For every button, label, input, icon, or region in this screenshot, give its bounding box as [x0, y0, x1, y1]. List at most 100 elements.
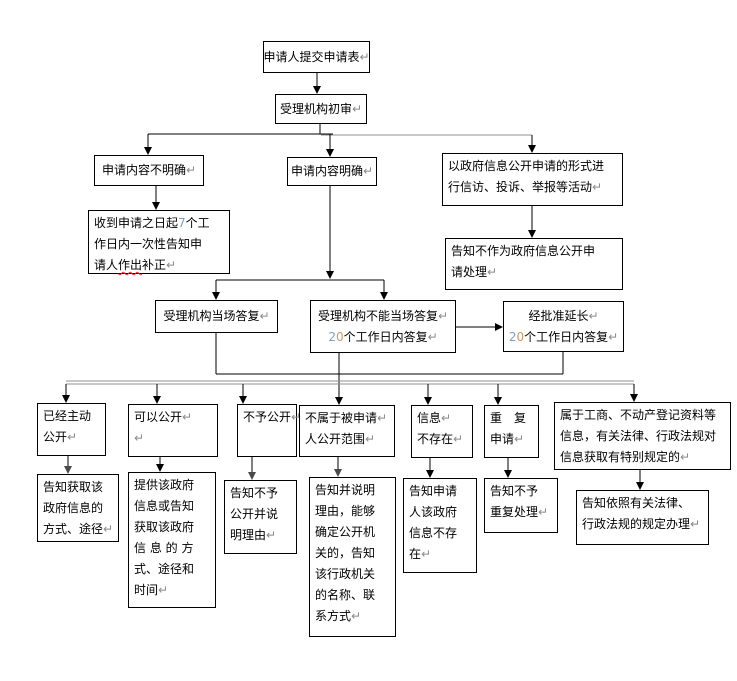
node-text-line: 人该政府 — [409, 502, 471, 523]
arrowhead — [239, 396, 247, 404]
node-text-line: 不存在↵ — [417, 429, 467, 450]
paragraph-mark: ↵ — [362, 164, 374, 178]
node-text-line: 行政法规的规定办理↵ — [582, 514, 703, 535]
text-run: 公开并说 — [230, 507, 279, 521]
node-text-line: 属于工商、不动产登记资料等 — [560, 405, 725, 426]
node-text-line: 公开↵ — [43, 427, 100, 448]
node-text-line: 不属于被申请↵ — [305, 408, 389, 429]
text-run: 式、途径和 — [134, 562, 195, 576]
node-text-line: 关的，告知 — [315, 543, 390, 564]
text-run: 不属于被申请 — [305, 411, 378, 425]
text-run: 已经主动 — [43, 409, 92, 423]
node-text-line: 政府信息的 — [43, 498, 113, 519]
node-applicant-submit-form: 申请人提交申请表↵ — [263, 41, 370, 73]
text-run: 告知申请 — [409, 484, 458, 498]
node-acceptance-initial-review: 受理机构初审↵ — [275, 94, 367, 124]
text-run: 属于工商、不动产登记资料等 — [560, 408, 717, 422]
text-run: 信息或告知 — [134, 499, 195, 513]
paragraph-mark: ↵ — [259, 309, 270, 323]
paragraph-mark: ↵ — [185, 163, 197, 177]
text-run: 提供该政府 — [134, 478, 195, 492]
arrowhead — [64, 466, 72, 474]
paragraph-mark: ↵ — [182, 410, 193, 424]
node-text-line: 信息↵ — [417, 408, 467, 429]
node-text-line: 信息或告知 — [134, 496, 210, 517]
arrowhead — [326, 149, 334, 157]
text-run: 0 — [335, 329, 344, 344]
text-run: 作日内一次性告知申 — [94, 237, 203, 251]
text-run: 受理机构不能当场答复 — [317, 308, 438, 323]
arrowhead — [528, 230, 536, 238]
node-text-line: 作日内一次性告知申 — [94, 234, 224, 255]
paragraph-mark: ↵ — [67, 430, 78, 444]
text-run: 信息获取有特别规定的 — [560, 450, 681, 464]
text-run: 在 — [409, 547, 422, 561]
node-text-line: 告知获取该 — [43, 477, 113, 498]
arrowhead — [495, 323, 503, 331]
node-already-proactively-public: 已经主动公开↵ — [37, 403, 106, 456]
node-text-line: 20个工作日内答复↵ — [509, 327, 618, 348]
node-text-line: 系方式↵ — [315, 606, 390, 627]
text-run: 申请人提交申请表 — [263, 49, 360, 64]
paragraph-mark: ↵ — [359, 49, 370, 64]
arrowhead — [380, 292, 388, 300]
node-text-line: 不予公开↵ — [243, 407, 301, 428]
node-text-line: ↵ — [134, 428, 212, 449]
node-text-line: 时间↵ — [134, 580, 210, 601]
arrowhead — [62, 395, 70, 403]
arrowhead — [144, 147, 152, 155]
node-text-line: 收到申请之日起7个工 — [94, 213, 224, 234]
arrowhead — [212, 292, 220, 300]
text-run: 人该政府 — [409, 505, 458, 519]
text-run: 告知并说明 — [315, 483, 376, 497]
text-run: 受理机构当场答复 — [163, 309, 260, 323]
text-run: 明理由 — [230, 528, 267, 542]
paragraph-mark: ↵ — [351, 101, 363, 116]
arrowhead — [326, 271, 334, 279]
paragraph-mark: ↵ — [588, 308, 599, 323]
text-run: 该行政机关 — [315, 567, 376, 581]
paragraph-mark: ↵ — [690, 517, 701, 531]
paragraph-mark: ↵ — [538, 505, 549, 519]
paragraph-mark: ↵ — [103, 522, 114, 536]
arrowhead — [156, 464, 164, 472]
text-run: 申请内容不明确 — [101, 163, 186, 177]
node-text-line: 信 息 的 方 — [134, 538, 210, 559]
text-run: 重 复 — [490, 411, 527, 425]
node-disclosure-refused: 不予公开↵ — [237, 404, 301, 457]
node-text-line: 20个工作日内答复↵ — [328, 327, 437, 348]
node-text-line: 受理机构当场答复↵ — [163, 306, 269, 327]
text-run: 人公开范围 — [305, 432, 366, 446]
paragraph-mark: ↵ — [453, 432, 464, 446]
text-run: 申请内容明确 — [290, 164, 363, 178]
text-run: 公开 — [43, 430, 68, 444]
paragraph-mark: ↵ — [680, 450, 691, 464]
node-text-line: 申请内容不明确↵ — [102, 160, 196, 181]
node-text-line: 告知不作为政府信息公开申 — [451, 241, 617, 262]
node-text-line: 该行政机关 — [315, 564, 390, 585]
paragraph-mark: ↵ — [266, 528, 277, 542]
arrowhead — [248, 472, 256, 480]
text-run: 告知获取该 — [43, 480, 104, 494]
text-run: 申请 — [490, 432, 515, 446]
text-run: 个工作日内答复 — [524, 329, 609, 344]
node-text-line: 请人作出补正↵ — [94, 255, 224, 276]
node-text-line: 申请内容明确↵ — [291, 161, 373, 182]
node-text-line: 告知不予 — [230, 483, 291, 504]
arrowhead — [334, 469, 342, 477]
text-run: 时间 — [134, 583, 159, 597]
node-text-line: 重 复 — [490, 408, 533, 429]
node-notify-correction-7-days: 收到申请之日起7个工作日内一次性告知申请人作出补正↵ — [88, 210, 230, 274]
text-run: 可以公开 — [134, 410, 183, 424]
arrowhead — [426, 470, 434, 478]
node-text-line: 人公开范围↵ — [305, 429, 389, 450]
node-text-line: 式、途径和 — [134, 559, 210, 580]
text-run: 方式、途径 — [43, 522, 104, 536]
text-run: 政府信息的 — [43, 501, 104, 515]
paragraph-mark: ↵ — [592, 180, 603, 194]
text-run: 行信访、投诉、举报等活动 — [448, 180, 593, 194]
node-text-line: 请处理↵ — [451, 262, 617, 283]
paragraph-mark: ↵ — [134, 431, 145, 445]
node-text-line: 行信访、投诉、举报等活动↵ — [448, 177, 617, 198]
paragraph-mark: ↵ — [487, 265, 498, 279]
